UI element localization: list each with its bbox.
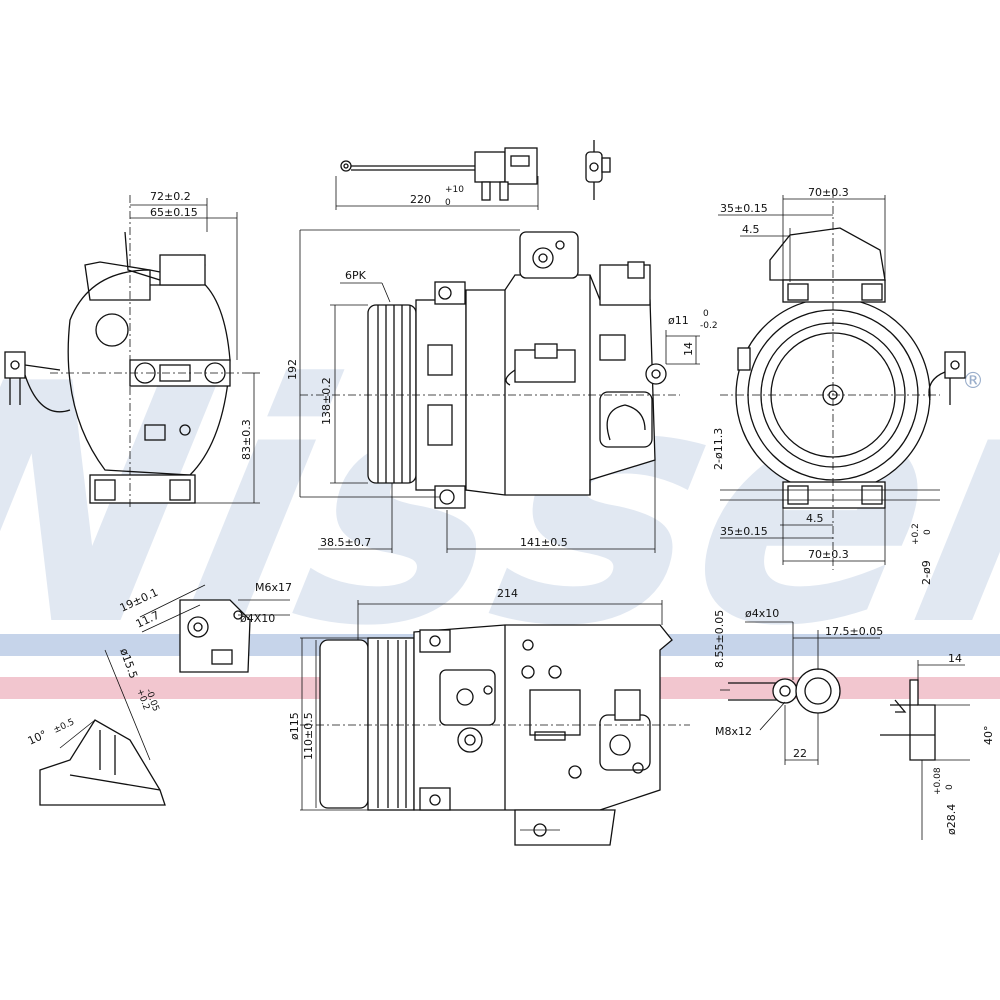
- sensor-plug: [585, 140, 611, 200]
- port-m8-label: M8x12: [715, 725, 752, 738]
- body-length-label: 141±0.5: [520, 536, 568, 549]
- right-holes-label: 2-ø11.3: [712, 428, 725, 470]
- belt-type-label: 6PK: [345, 269, 367, 282]
- fitting-side-detail: 14 40° ø28.4 +0.08 0: [880, 652, 995, 840]
- wire-length-label: 220: [410, 193, 431, 206]
- port-40-label: 40°: [982, 726, 995, 746]
- port-detail: ø4x10 8.55±0.05 17.5±0.05 M8x12 22: [713, 607, 883, 765]
- bottom-d115-label: ø115: [288, 712, 301, 740]
- left-width2-label: 65±0.15: [150, 206, 198, 219]
- port-d284-label: ø28.4: [945, 804, 958, 835]
- center-side-view: 192 138±0.2 6PK 38.5±0.7 141±0.5 ø11 0 -…: [286, 229, 718, 553]
- port-855-label: 8.55±0.05: [713, 610, 726, 668]
- bottom-length-label: 214: [497, 587, 518, 600]
- bracket-d4-label: ø4X10: [240, 612, 275, 625]
- right-front-view: 70±0.3 35±0.15 4.5 2-ø11.3 4.5 35±0.15 7…: [712, 186, 966, 585]
- hole-diameter-label: ø11: [668, 314, 689, 327]
- bracket-m6-label: M6x17: [255, 581, 292, 594]
- right-holes2-tol-label: +0.2: [911, 523, 921, 545]
- pulley-height-label: 138±0.2: [320, 377, 333, 425]
- wire-tol2-label: 0: [445, 198, 451, 208]
- offset-label: 38.5±0.7: [320, 536, 371, 549]
- right-width-bot-label: 70±0.3: [808, 548, 849, 561]
- hole-tol-bot-label: -0.2: [700, 321, 718, 331]
- bottom-side-view: 214 ø115 110±0.5: [288, 587, 690, 846]
- bottom-110-label: 110±0.5: [302, 712, 315, 760]
- fitting-angle-tol-label: ±0.5: [52, 717, 76, 735]
- right-45-top-label: 4.5: [742, 223, 760, 236]
- right-35-top-label: 35±0.15: [720, 202, 768, 215]
- left-width1-label: 72±0.2: [150, 190, 191, 203]
- wire-tol-label: +10: [445, 185, 464, 195]
- registered-mark: ®: [962, 369, 984, 394]
- port-14-label: 14: [948, 652, 962, 665]
- left-end-view: 72±0.2 65±0.15 83±0.3: [4, 190, 260, 510]
- hole-gap-label: 14: [682, 342, 695, 356]
- right-35-bot-label: 35±0.15: [720, 525, 768, 538]
- port-d284-tol2-label: 0: [945, 784, 955, 790]
- port-d284-tol-label: +0.08: [933, 767, 943, 795]
- port-22-label: 22: [793, 747, 807, 760]
- right-45-bot-label: 4.5: [806, 512, 824, 525]
- wire-connector: 220 +10 0: [335, 147, 539, 210]
- left-height-label: 83±0.3: [240, 419, 253, 460]
- hole-tol-top-label: 0: [703, 309, 709, 319]
- port-175-label: 17.5±0.05: [825, 625, 883, 638]
- right-width-top-label: 70±0.3: [808, 186, 849, 199]
- right-holes2-label: 2-ø9: [920, 560, 933, 585]
- right-holes2-tol2-label: 0: [923, 529, 933, 535]
- port-d4-label: ø4x10: [745, 607, 779, 620]
- fitting-angle-label: 10°: [26, 728, 49, 748]
- overall-height-label: 192: [286, 359, 299, 380]
